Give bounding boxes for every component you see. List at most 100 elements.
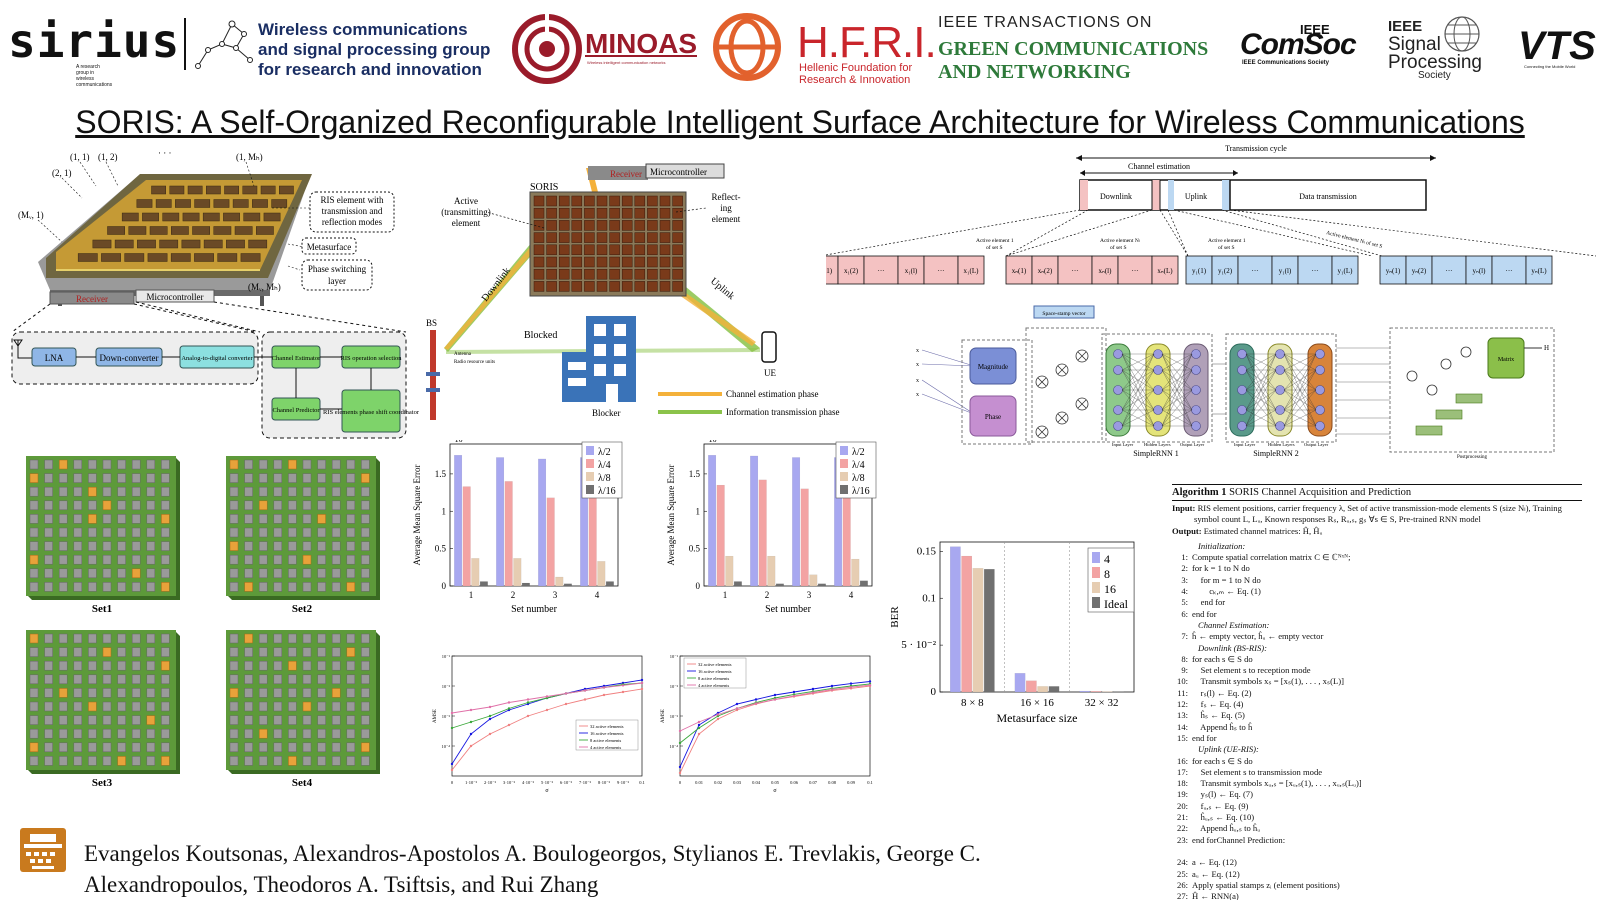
soris-element	[647, 232, 658, 243]
algo-line-number: 20:	[1177, 800, 1188, 811]
legend-label: λ/8	[598, 473, 611, 484]
passive-element	[161, 647, 170, 657]
passive-element	[244, 486, 253, 497]
passive-element	[229, 715, 239, 725]
passive-element	[288, 715, 297, 725]
passive-element	[258, 742, 268, 753]
legend-swatch	[1092, 582, 1100, 593]
passive-element	[258, 582, 268, 592]
rnn-edge	[1121, 353, 1155, 411]
bar-2-4	[588, 482, 597, 587]
y-tick-label: 1	[442, 506, 447, 516]
x-tick-label: 5·10⁻²	[541, 780, 554, 785]
ris-element	[114, 239, 134, 249]
reflect-3: element	[712, 214, 741, 224]
rnn-node	[1191, 349, 1201, 359]
series-point	[697, 723, 701, 727]
series-point	[849, 682, 853, 685]
x-tick-label: 1	[723, 590, 728, 600]
soris-element	[621, 268, 633, 280]
y-tick-label: 1	[696, 506, 701, 516]
passive-element	[258, 756, 268, 766]
passive-element	[361, 728, 370, 739]
rnn-edge	[1121, 353, 1155, 391]
rnn-node	[1153, 421, 1163, 431]
passive-element	[131, 715, 141, 725]
rnn-node	[1315, 349, 1325, 359]
passive-element	[161, 486, 170, 497]
ris-element	[213, 199, 230, 208]
callout-ris-3: reflection modes	[322, 217, 383, 227]
soris-element	[621, 281, 633, 292]
passive-element	[131, 541, 141, 551]
algo-line: 15:end for	[1172, 733, 1582, 744]
svg-text:x: x	[916, 378, 919, 384]
label-1-mh: (1, Mₕ)	[236, 152, 263, 162]
soris-element	[546, 256, 557, 268]
algo-line: 16:for each s ∈ S do	[1172, 756, 1582, 767]
rnn2-layer-input: Input Layer	[1234, 442, 1256, 447]
active-element	[58, 459, 68, 470]
series-point	[507, 701, 511, 704]
rnn-node	[1237, 421, 1247, 431]
passive-element	[131, 742, 141, 753]
passive-element	[88, 742, 97, 753]
bar-3-1	[725, 555, 734, 587]
passive-element	[161, 568, 170, 579]
legend-swatch	[586, 459, 594, 468]
passive-element	[331, 541, 341, 551]
passive-element	[88, 500, 97, 511]
rnn-edge	[1283, 409, 1317, 427]
callout-phase-2: layer	[328, 276, 346, 286]
y-axis-label: AMSE	[661, 709, 666, 723]
series-point	[450, 768, 454, 772]
x-tick-label: 0.07	[809, 780, 818, 785]
ris-element	[203, 239, 223, 249]
passive-element	[117, 715, 126, 725]
algo-line-text: Channel Estimation:	[1198, 619, 1270, 630]
passive-element	[229, 527, 239, 538]
yn-cell	[1525, 255, 1553, 285]
x-tick-label: 16 × 16	[1020, 697, 1054, 709]
series-point	[773, 693, 777, 697]
passive-element	[58, 582, 68, 592]
passive-element	[88, 541, 97, 551]
label-2-1: (2, 1)	[52, 168, 72, 178]
minoas-subtitle: Wireless intelligent communication netwo…	[587, 60, 666, 65]
series-point	[469, 744, 473, 748]
passive-element	[102, 660, 112, 671]
passive-element	[73, 660, 83, 671]
series-point	[697, 732, 701, 736]
rnn-edge	[1283, 389, 1317, 427]
algo-line-text: fᵤ,ₛ ← Eq. (9)	[1192, 800, 1249, 811]
yn-cell-label: yₙ(1)	[1386, 267, 1401, 275]
passive-element	[288, 728, 297, 739]
passive-element	[331, 756, 341, 766]
group-line-2: and signal processing group	[258, 40, 491, 59]
passive-element	[161, 742, 170, 753]
y-axis-label: AMSE	[433, 709, 438, 723]
rnn-edge	[1121, 353, 1155, 371]
active-element	[102, 500, 112, 511]
passive-element	[273, 554, 283, 565]
soris-element	[659, 232, 671, 243]
soris-element	[672, 256, 683, 268]
rnn-node	[1315, 421, 1325, 431]
passive-element	[302, 486, 312, 497]
yn-cell	[1405, 255, 1433, 285]
x-tick-label: 0	[679, 780, 682, 785]
algo-line-number: 16:	[1177, 755, 1188, 766]
algo-line	[1172, 846, 1582, 857]
passive-element	[29, 582, 39, 592]
passive-element	[88, 633, 97, 644]
series-point	[716, 717, 720, 721]
bar-3-1	[972, 568, 984, 693]
algo-line: 24:a ← Eq. (12)	[1172, 857, 1582, 868]
series-point	[450, 762, 454, 766]
passive-element	[288, 514, 297, 524]
bar-1-1	[708, 455, 717, 587]
active-element	[88, 486, 97, 497]
minoas-wordmark: MINOAS	[585, 28, 697, 59]
passive-element	[302, 715, 312, 725]
